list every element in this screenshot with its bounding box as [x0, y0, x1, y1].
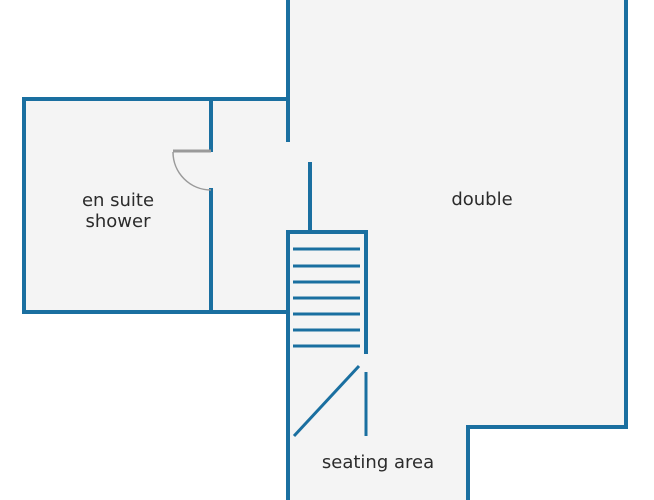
- stair-enclosure: [286, 230, 368, 500]
- floor-main: [288, 0, 626, 500]
- banister-diagonal: [292, 364, 361, 438]
- door-swing-arc: [172, 151, 212, 191]
- walls: [22, 0, 628, 500]
- floor-ensuite: [24, 99, 211, 312]
- stair-treads: [293, 247, 360, 348]
- ensuite-label-line2: shower: [86, 211, 152, 232]
- ensuite-door: [172, 149, 212, 191]
- floor-corridor: [211, 99, 288, 312]
- seating-area-label: seating area: [322, 452, 434, 473]
- ensuite-label-line1: en suite: [82, 190, 154, 211]
- outer-wall-right: [466, 0, 628, 500]
- banister: [292, 364, 368, 438]
- ensuite-outer-wall: [22, 97, 290, 314]
- floor-fills: [24, 0, 626, 500]
- double-label: double: [451, 189, 512, 210]
